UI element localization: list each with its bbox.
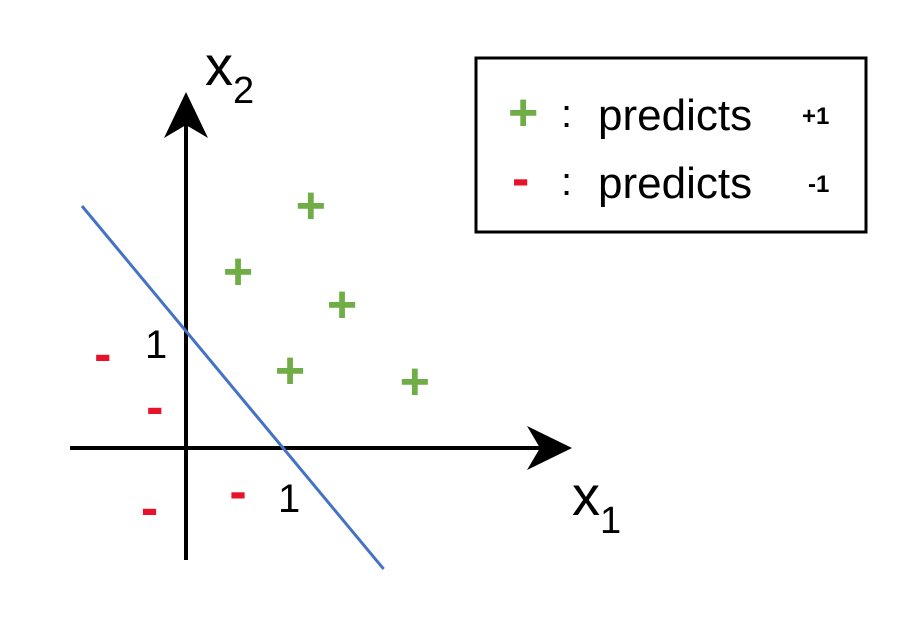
y-axis-label: x2 (205, 34, 254, 112)
positive-point-1: + (296, 177, 326, 235)
positive-points: +++++ (223, 177, 430, 411)
positive-point-2: + (223, 243, 253, 301)
legend: + : predicts +1 - : predicts -1 (474, 56, 868, 234)
positive-point-4: + (275, 342, 305, 400)
negative-points: ---- (94, 326, 247, 538)
y-tick-label: 1 (145, 323, 167, 367)
negative-point-3: - (229, 463, 246, 521)
legend-box (474, 56, 868, 234)
y-axis-arrowhead (164, 92, 208, 138)
x-axis-subscript: 1 (600, 500, 621, 542)
negative-point-4: - (141, 480, 158, 538)
x-axis-arrowhead (527, 426, 572, 470)
y-axis-subscript: 2 (233, 70, 254, 112)
positive-point-3: + (327, 276, 357, 334)
positive-point-5: + (400, 353, 430, 411)
legend-colon-negative: : (561, 160, 572, 204)
negative-point-1: - (94, 326, 111, 384)
legend-text-positive: predicts (598, 91, 752, 140)
legend-text-negative: predicts (598, 159, 752, 208)
legend-value-negative: -1 (808, 171, 829, 198)
x-axis-label: x1 (572, 464, 621, 542)
legend-colon-positive: : (561, 92, 572, 136)
negative-point-2: - (146, 378, 163, 436)
x-tick-label: 1 (278, 477, 300, 521)
legend-symbol-negative: - (512, 150, 529, 208)
decision-boundary-line (80, 205, 385, 570)
legend-value-positive: +1 (802, 103, 829, 130)
legend-symbol-positive: + (508, 84, 538, 142)
